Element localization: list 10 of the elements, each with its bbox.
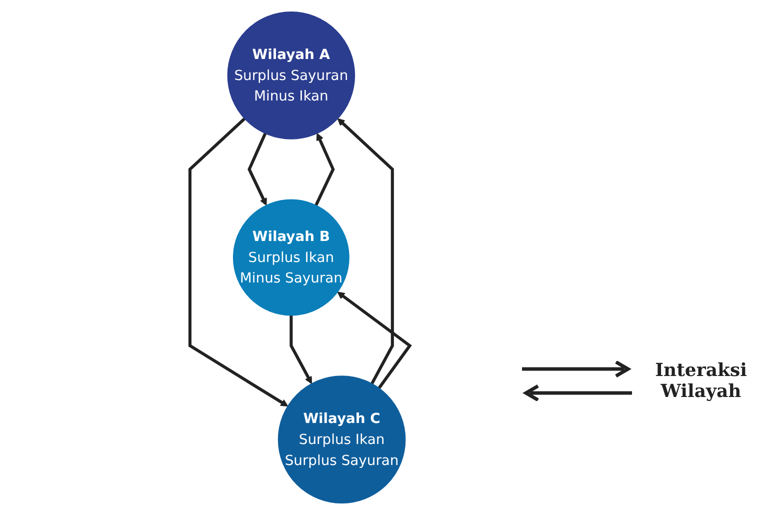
legend-label: Interaksi Wilayah bbox=[654, 360, 748, 402]
arrow bbox=[290, 315, 312, 384]
arrow bbox=[337, 292, 412, 390]
node-circle: Wilayah B Surplus Ikan Minus Sayuran bbox=[233, 199, 350, 316]
arrow bbox=[314, 133, 335, 206]
arrow bbox=[338, 118, 394, 384]
node-circle: Wilayah A Surplus Sayuran Minus Ikan bbox=[227, 12, 356, 140]
arrow bbox=[188, 117, 288, 407]
arrow bbox=[248, 132, 267, 206]
node-circle: Wilayah C Surplus Ikan Surplus Sayuran bbox=[278, 376, 406, 504]
